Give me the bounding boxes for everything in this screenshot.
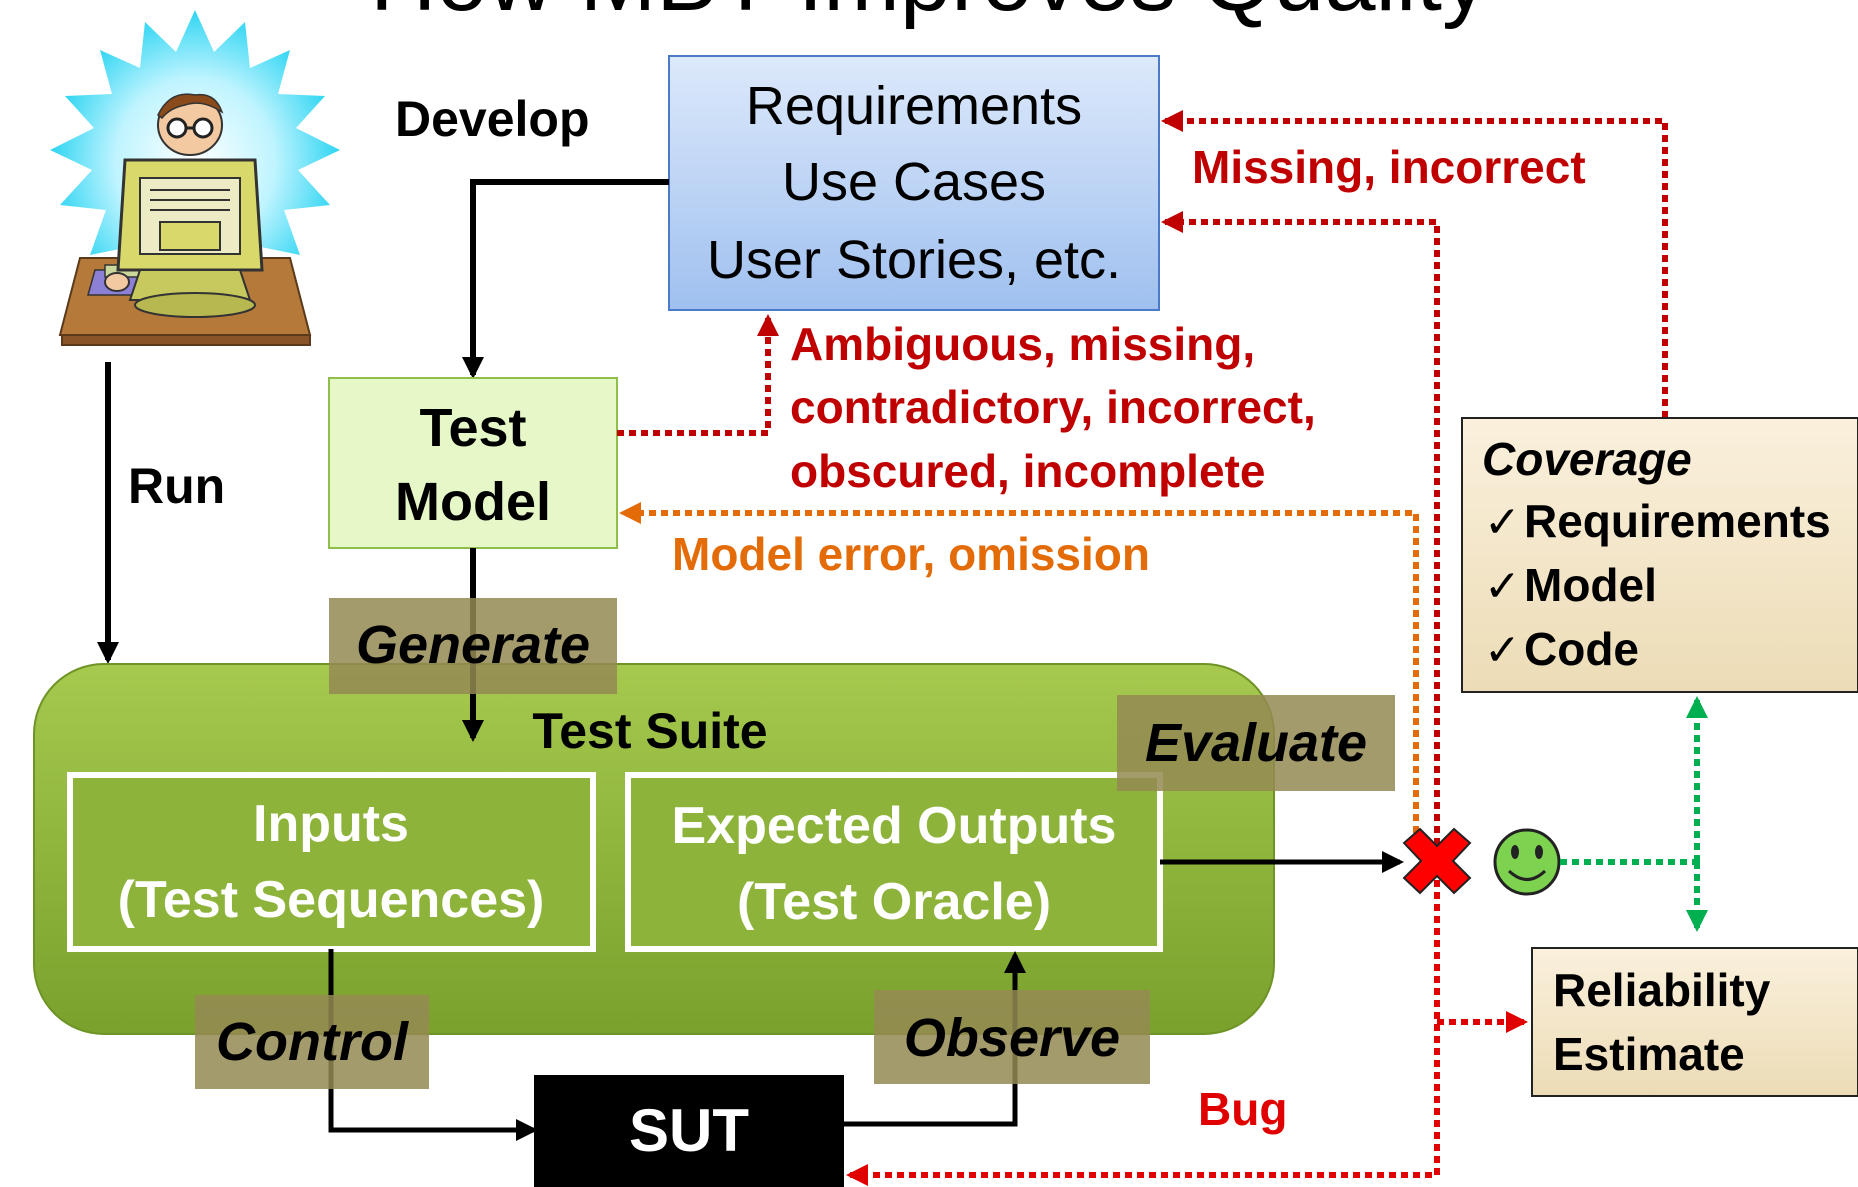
coverage-check-1: ✓: [1484, 498, 1521, 547]
coverage-check-2: ✓: [1484, 562, 1521, 611]
evaluate-label: Evaluate: [1145, 713, 1367, 773]
expected-outputs-line-2: (Test Oracle): [737, 873, 1051, 931]
bug-edge: [846, 880, 1440, 1186]
coverage-to-requirements-edge: [1161, 110, 1668, 418]
control-label-bg: [195, 995, 429, 1089]
ambiguous-feedback-edge: [617, 314, 779, 436]
generate-label-bg: [329, 598, 617, 694]
developer-at-computer-icon: [50, 10, 340, 346]
coverage-title: Coverage: [1482, 433, 1692, 485]
inputs-line-1: Inputs: [253, 795, 409, 853]
expected-outputs-node: Expected Outputs (Test Oracle): [625, 772, 1163, 952]
missing-incorrect-label: Missing, incorrect: [1192, 141, 1586, 193]
requirements-line-2: Use Cases: [782, 152, 1046, 212]
test-model-node: Test Model: [328, 377, 618, 549]
requirements-line-1: Requirements: [746, 76, 1082, 136]
model-error-label: Model error, omission: [672, 528, 1150, 580]
ambiguous-label-line-1: Ambiguous, missing,: [790, 318, 1255, 370]
observe-label: Observe: [904, 1008, 1120, 1068]
coverage-check-3: ✓: [1484, 626, 1521, 675]
red-x-icon: [1402, 827, 1472, 895]
coverage-item-3: Code: [1524, 623, 1639, 675]
test-model-line-2: Model: [395, 472, 551, 532]
evaluate-label-bg: [1117, 695, 1395, 791]
develop-label: Develop: [395, 91, 590, 147]
ambiguous-label-line-2: contradictory, incorrect,: [790, 381, 1316, 433]
requirements-line-3: User Stories, etc.: [707, 230, 1121, 290]
reliability-line-1: Reliability: [1553, 964, 1771, 1016]
control-label: Control: [216, 1012, 409, 1072]
reliability-line-2: Estimate: [1553, 1028, 1745, 1080]
inputs-line-2: (Test Sequences): [118, 871, 545, 929]
test-suite-label: Test Suite: [532, 703, 767, 759]
coverage-item-1: Requirements: [1524, 495, 1831, 547]
expected-outputs-line-1: Expected Outputs: [672, 797, 1117, 855]
bug-label: Bug: [1198, 1083, 1287, 1135]
observe-label-bg: [874, 990, 1150, 1084]
fail-to-requirements-edge: [1161, 211, 1440, 845]
reliability-node: Reliability Estimate: [1531, 947, 1858, 1097]
requirements-node: Requirements Use Cases User Stories, etc…: [668, 55, 1160, 311]
test-model-line-1: Test: [419, 398, 526, 458]
smiley-face-icon: [1493, 828, 1561, 896]
coverage-node: Coverage ✓ Requirements ✓ Model ✓ Code: [1461, 417, 1858, 693]
generate-label: Generate: [356, 615, 590, 675]
model-error-edge: [619, 502, 1419, 845]
sut-node: SUT: [534, 1075, 844, 1187]
inputs-node: Inputs (Test Sequences): [67, 772, 596, 952]
ambiguous-label-line-3: obscured, incomplete: [790, 445, 1265, 497]
run-label: Run: [128, 458, 225, 514]
sut-label: SUT: [629, 1097, 749, 1164]
page-title: How MBT Improves Quality: [370, 0, 1488, 30]
coverage-item-2: Model: [1524, 559, 1657, 611]
develop-edge: [462, 179, 669, 379]
